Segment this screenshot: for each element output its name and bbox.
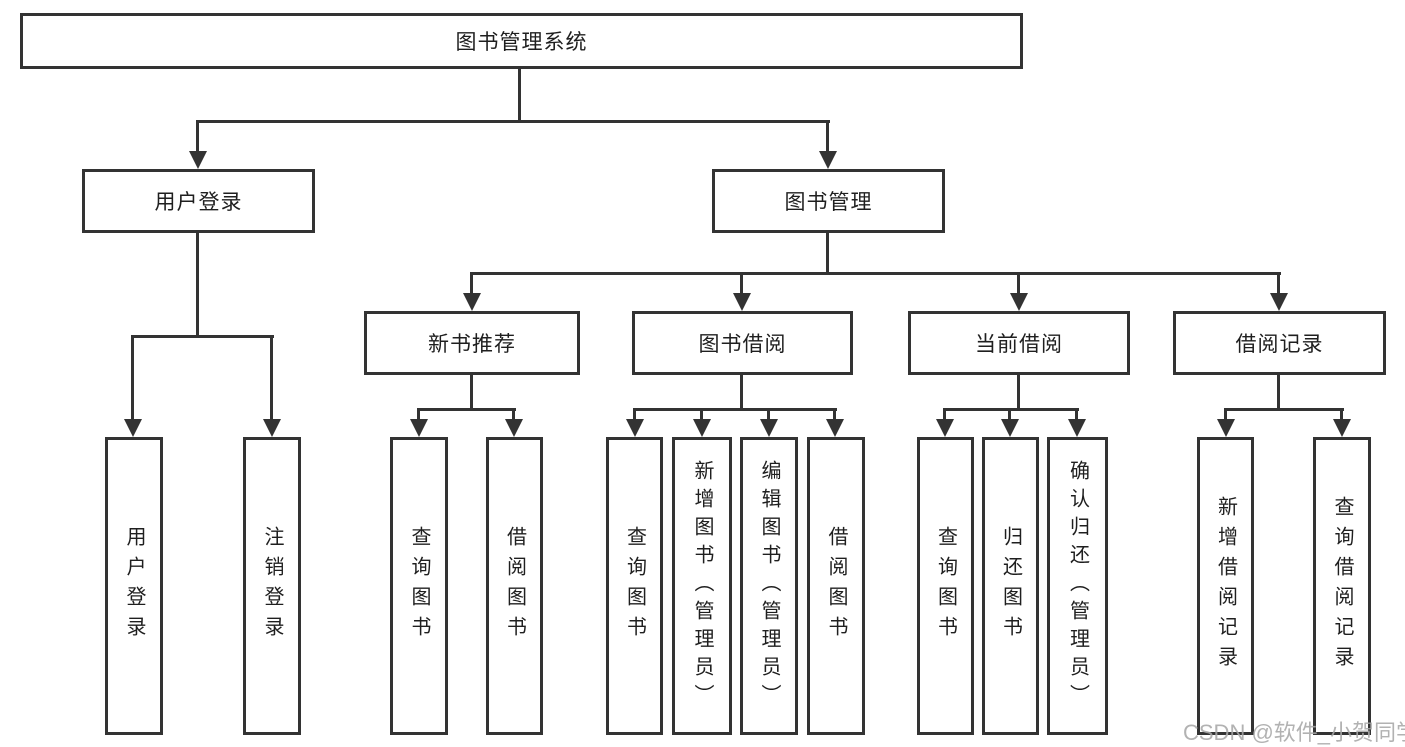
connector-line [1224, 408, 1227, 421]
leaf-confirm-return-admin: 确认归还（管理员） [1047, 437, 1108, 735]
node-book-borrowing: 图书借阅 [632, 311, 853, 375]
arrow-down-icon [410, 419, 428, 437]
node-user-login: 用户登录 [82, 169, 315, 233]
connector-line [1277, 375, 1280, 411]
arrow-down-icon [463, 293, 481, 311]
leaf-borrow-books: 借阅图书 [807, 437, 865, 735]
connector-line [470, 375, 473, 411]
connector-line [944, 408, 1079, 411]
connector-line [470, 272, 473, 294]
arrow-down-icon [626, 419, 644, 437]
connector-line [470, 272, 1281, 275]
leaf-add-borrow-record: 新增借阅记录 [1197, 437, 1254, 735]
connector-line [740, 375, 743, 411]
connector-line [270, 335, 273, 421]
connector-line [512, 408, 515, 421]
leaf-query-borrow-record: 查询借阅记录 [1313, 437, 1371, 735]
connector-line [700, 408, 703, 421]
connector-line [197, 120, 830, 123]
arrow-down-icon [1068, 419, 1086, 437]
watermark: CSDN @软件_小贺同学 [1183, 720, 1405, 745]
connector-line [833, 408, 836, 421]
node-new-book-recommendation: 新书推荐 [364, 311, 580, 375]
arrow-down-icon [1333, 419, 1351, 437]
leaf-user-login: 用户登录 [105, 437, 163, 735]
connector-line [417, 408, 420, 421]
leaf-borrow-books: 借阅图书 [486, 437, 543, 735]
arrow-down-icon [1010, 293, 1028, 311]
connector-line [1340, 408, 1343, 421]
arrow-down-icon [936, 419, 954, 437]
connector-line [196, 233, 199, 338]
connector-line [767, 408, 770, 421]
arrow-down-icon [1001, 419, 1019, 437]
arrow-down-icon [760, 419, 778, 437]
arrow-down-icon [1217, 419, 1235, 437]
connector-line [633, 408, 636, 421]
leaf-query-books: 查询图书 [390, 437, 448, 735]
arrow-down-icon [733, 293, 751, 311]
connector-line [633, 408, 837, 411]
arrow-down-icon [124, 419, 142, 437]
leaf-return-books: 归还图书 [982, 437, 1039, 735]
arrow-down-icon [263, 419, 281, 437]
connector-line [1017, 375, 1020, 411]
node-borrowing-records: 借阅记录 [1173, 311, 1386, 375]
arrow-down-icon [826, 419, 844, 437]
leaf-logout: 注销登录 [243, 437, 301, 735]
connector-line [196, 120, 199, 153]
connector-line [740, 272, 743, 294]
node-book-management: 图书管理 [712, 169, 945, 233]
connector-line [1277, 272, 1280, 294]
leaf-query-books: 查询图书 [917, 437, 974, 735]
connector-line [826, 120, 829, 153]
connector-line [417, 408, 516, 411]
arrow-down-icon [1270, 293, 1288, 311]
arrow-down-icon [819, 151, 837, 169]
connector-line [1224, 408, 1344, 411]
connector-line [943, 408, 946, 421]
arrow-down-icon [505, 419, 523, 437]
connector-line [132, 335, 274, 338]
leaf-add-book-admin: 新增图书（管理员） [672, 437, 732, 735]
arrow-down-icon [693, 419, 711, 437]
node-current-borrowing: 当前借阅 [908, 311, 1130, 375]
connector-line [131, 335, 134, 421]
node-root: 图书管理系统 [20, 13, 1023, 69]
leaf-edit-book-admin: 编辑图书（管理员） [740, 437, 798, 735]
arrow-down-icon [189, 151, 207, 169]
connector-line [826, 233, 829, 275]
connector-line [518, 69, 521, 123]
connector-line [1017, 272, 1020, 294]
connector-line [1075, 408, 1078, 421]
connector-line [1008, 408, 1011, 421]
leaf-query-books: 查询图书 [606, 437, 663, 735]
